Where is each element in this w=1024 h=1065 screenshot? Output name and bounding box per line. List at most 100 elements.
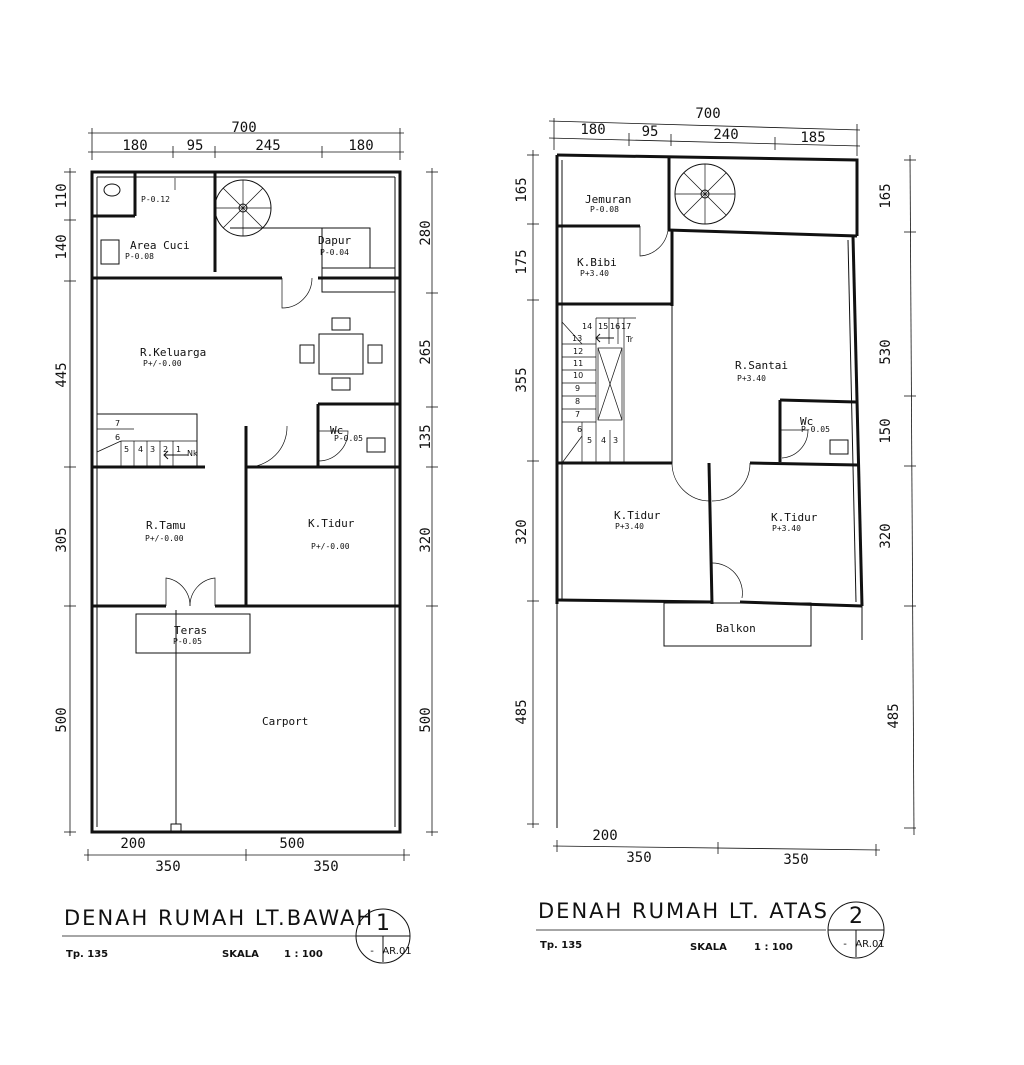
room-tamu: R.Tamu [146, 519, 186, 532]
upper-dim-left-2: 175 [514, 249, 530, 274]
stair-step: 10 [573, 371, 583, 380]
upper-dim-top-1: 180 [580, 122, 605, 138]
ground-floor-plan: 700 180 95 245 180 110 140 445 305 500 2… [54, 120, 438, 964]
ground-dimension-lines [64, 128, 438, 861]
upper-dim-top-4: 185 [800, 130, 825, 146]
upper-dim-left-4: 320 [514, 519, 530, 544]
ground-walls [90, 170, 402, 834]
ground-dim-right-1: 280 [418, 220, 434, 245]
upper-dim-left-5: 485 [514, 699, 530, 724]
ground-dim-bottom-1: 200 [120, 836, 145, 852]
ground-straight-stair [96, 413, 198, 468]
ground-type: Tp. 135 [66, 949, 108, 960]
ground-sheet-dash: - [370, 946, 374, 957]
ground-dim-right-2: 265 [418, 339, 434, 364]
ground-labels: 700 180 95 245 180 110 140 445 305 500 2… [54, 120, 434, 964]
ground-dim-total-width: 700 [231, 120, 256, 136]
room-jemuran: Jemuran [585, 193, 631, 206]
upper-wc-toilet-icon [829, 439, 849, 455]
stair-step: 3 [613, 436, 618, 445]
room-dapur: Dapur [318, 234, 351, 247]
santai-level: P+3.40 [737, 374, 766, 383]
stair-arrow-label: Nk [187, 449, 198, 458]
stair-step: 13 [572, 334, 582, 343]
stair-step: 2 [163, 445, 168, 454]
ground-dim-right-5: 500 [418, 707, 434, 732]
ground-dim-left-3: 445 [54, 362, 70, 387]
room-tidur-2: K.Tidur [771, 511, 818, 524]
stair-step: 12 [573, 347, 583, 356]
ground-dim-top-1: 180 [122, 138, 147, 154]
room-keluarga: R.Keluarga [140, 346, 206, 359]
upper-dim-right-2: 530 [878, 339, 894, 364]
area-cuci-level: P-0.08 [125, 252, 154, 261]
upper-fixtures [561, 163, 849, 599]
upper-dim-bottom-2: 350 [626, 850, 651, 866]
stair-step: 3 [150, 445, 155, 454]
upper-dim-left-1: 165 [514, 177, 530, 202]
room-tidur: K.Tidur [308, 517, 355, 530]
upper-floor-plan: 700 180 95 240 185 165 175 355 320 485 1… [514, 106, 916, 959]
upper-dim-top-2: 95 [642, 124, 659, 140]
upper-stair-arrow-label: Tr [625, 335, 634, 344]
ground-sheet-badge: 1 - AR.01 [355, 908, 412, 964]
stair-step: 4 [138, 445, 143, 454]
upper-scale-label: SKALA [690, 942, 727, 953]
stair-step: 9 [575, 384, 580, 393]
spiral-staircase-icon [214, 179, 272, 237]
ground-sheet-number: 1 [376, 911, 390, 936]
stair-step: 7 [575, 410, 580, 419]
keluarga-level: P+/-0.00 [143, 359, 182, 368]
upper-dim-right-5: 485 [886, 703, 902, 728]
upper-dim-right-4: 320 [878, 523, 894, 548]
stair-step: 16 [610, 322, 620, 331]
stair-step: 5 [124, 445, 129, 454]
room-tidur-1: K.Tidur [614, 509, 661, 522]
upper-dim-total-width: 700 [695, 106, 720, 122]
room-carport: Carport [262, 715, 308, 728]
room-area-cuci: Area Cuci [130, 239, 190, 252]
ground-fixtures [96, 178, 386, 654]
teras-outline [135, 613, 251, 654]
ground-dim-right-3: 135 [418, 424, 434, 449]
upper-wc-level: P-0.05 [801, 425, 830, 434]
stair-step: 4 [601, 436, 606, 445]
ground-dim-top-4: 180 [348, 138, 373, 154]
ground-dim-left-2: 140 [54, 234, 70, 259]
stair-step: 7 [115, 419, 120, 428]
ground-dim-left-5: 500 [54, 707, 70, 732]
ground-dim-bottom-2: 500 [279, 836, 304, 852]
stair-step: 15 [598, 322, 608, 331]
upper-spiral-staircase-icon [674, 163, 736, 225]
ground-dim-top-3: 245 [255, 138, 280, 154]
stair-step: 17 [621, 322, 631, 331]
tamu-level: P+/-0.00 [145, 534, 184, 543]
stair-step: 6 [577, 425, 582, 434]
wc-small-level: P-0.12 [141, 195, 170, 204]
ground-dim-bottom-4: 350 [313, 859, 338, 875]
toilet-icon [103, 183, 121, 197]
wc-level: P-0.05 [334, 434, 363, 443]
bibi-level: P+3.40 [580, 269, 609, 278]
upper-scale-value: 1 : 100 [754, 942, 793, 953]
balkon-outline [663, 602, 812, 647]
room-wc: Wc [330, 424, 343, 437]
ground-door-swings [165, 178, 349, 607]
wc-toilet-icon [366, 437, 386, 453]
upper-sheet-dash: - [843, 939, 847, 950]
upper-dim-bottom-1: 200 [592, 828, 617, 844]
upper-sheet-number: 2 [849, 904, 863, 929]
upper-labels: 700 180 95 240 185 165 175 355 320 485 1… [514, 106, 902, 959]
upper-straight-stair [561, 303, 673, 464]
ground-plan-title: DENAH RUMAH LT.BAWAH [64, 906, 374, 930]
stair-step: 11 [573, 359, 583, 368]
ground-sheet-code: AR.01 [382, 946, 411, 957]
ground-dim-right-4: 320 [418, 527, 434, 552]
tidur-2-level: P+3.40 [772, 524, 801, 533]
ground-dim-left-4: 305 [54, 527, 70, 552]
upper-dim-right-1: 165 [878, 183, 894, 208]
upper-door-swings [639, 226, 809, 599]
upper-dim-left-3: 355 [514, 367, 530, 392]
ground-dim-left-1: 110 [54, 183, 70, 208]
